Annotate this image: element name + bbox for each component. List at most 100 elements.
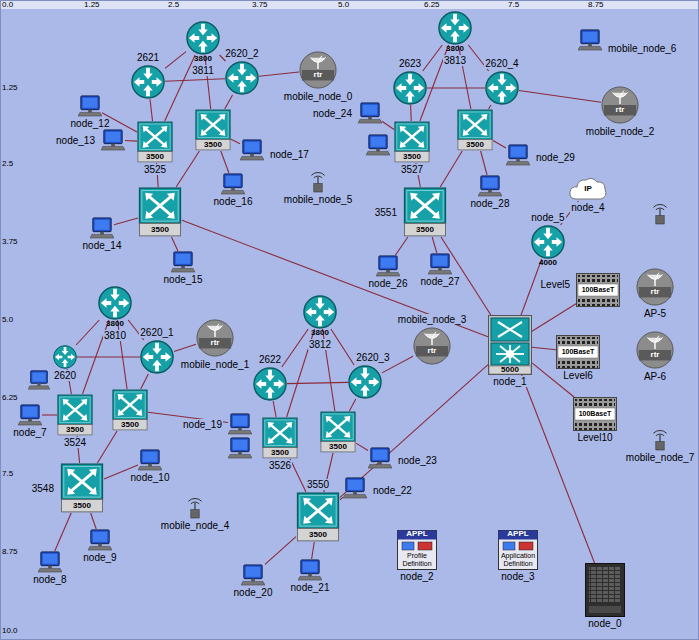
workstation-icon <box>78 95 102 117</box>
switch-node: 3500 <box>457 109 493 151</box>
router-node: 38003813 <box>438 11 472 45</box>
workstation-icon <box>18 404 42 426</box>
device-label: mobile_node_3 <box>397 314 467 325</box>
network-link <box>312 542 315 559</box>
network-link <box>290 459 306 492</box>
workstation-node: node_21 <box>298 559 322 581</box>
device-label: 3812 <box>308 339 332 350</box>
workstation-icon <box>343 477 367 499</box>
device-model: 3500 <box>151 226 169 235</box>
workstation-node: node_27 <box>428 253 452 275</box>
hub-node: Level5100BaseT <box>576 273 620 307</box>
network-link <box>176 151 199 187</box>
device-label: node_21 <box>290 582 331 593</box>
device-label: node_24 <box>312 108 353 119</box>
wireless-icon <box>653 204 666 224</box>
network-link <box>273 401 276 417</box>
router-icon <box>131 65 165 99</box>
network-link <box>287 382 348 383</box>
network-link <box>231 139 240 144</box>
device-label: mobile_node_0 <box>283 91 353 102</box>
device-label: node_23 <box>397 455 438 466</box>
switch-node: 35503500 <box>296 492 340 542</box>
network-link <box>532 347 556 349</box>
workstation-node: node_29 <box>506 144 530 166</box>
workstation-icon <box>240 139 264 161</box>
workstation-icon <box>90 217 114 239</box>
router-icon <box>531 225 565 259</box>
device-label: mobile_node_2 <box>585 126 655 137</box>
workstation-node: mobile_node_6 <box>578 29 602 51</box>
device-label: node_16 <box>213 196 254 207</box>
device-label: 3550 <box>306 479 330 490</box>
device-label: node_1 <box>492 376 527 387</box>
ruler-value: 7.5 <box>508 1 519 9</box>
router-icon <box>438 11 472 45</box>
device-label: node_13 <box>55 135 96 146</box>
network-link <box>410 105 412 121</box>
device-label: 3548 <box>31 483 55 494</box>
router-node: node_54000 <box>531 225 565 259</box>
network-link <box>225 95 233 109</box>
device-label: node_20 <box>233 587 274 598</box>
network-link <box>356 443 368 450</box>
network-link <box>427 87 485 88</box>
device-label: node_12 <box>70 118 111 129</box>
workstation-icon <box>578 29 602 51</box>
device-model: 3500 <box>309 531 327 540</box>
device-model: Profile Definition <box>398 552 436 567</box>
device-model: 100BaseT <box>579 410 612 418</box>
workstation-node: node_20 <box>241 564 265 586</box>
ruler-value: 0.0 <box>2 1 13 9</box>
wireless-node-node: mobile_node_5 <box>308 171 328 193</box>
wireless-router-node: mobile_node_3rtr <box>413 327 451 365</box>
workstation-icon <box>101 129 125 151</box>
wireless-router-node: rtrmobile_node_1 <box>196 319 234 357</box>
device-model: 5000 <box>501 366 519 375</box>
switch-node: 3500 <box>320 411 356 453</box>
workstation-icon <box>478 175 502 197</box>
workstation-icon <box>376 255 400 277</box>
router-icon <box>140 340 174 374</box>
workstation-icon <box>228 438 252 458</box>
ruler-value: 2.5 <box>2 160 13 168</box>
ruler-value: 5.0 <box>338 1 349 9</box>
workstation-icon <box>428 253 452 275</box>
network-link <box>423 45 443 71</box>
router-node: 2620 <box>53 345 77 369</box>
ruler-value: 10.0 <box>2 627 18 635</box>
device-label: node_15 <box>163 274 204 285</box>
device-label: node_5 <box>530 212 565 223</box>
device-label: 3800 <box>311 329 329 338</box>
device-model: rtr <box>314 71 323 80</box>
router-icon <box>485 71 519 105</box>
device-label: AP-5 <box>643 308 667 319</box>
device-label: node_2 <box>399 571 434 582</box>
device-label: 3813 <box>443 55 467 66</box>
workstation-icon <box>241 564 265 586</box>
device-label: Level5 <box>540 279 571 290</box>
network-link <box>114 218 138 225</box>
router-icon <box>253 367 287 401</box>
network-link <box>125 140 137 142</box>
device-label: 2620_3 <box>355 352 390 363</box>
workstation-icon <box>171 251 195 273</box>
router-icon <box>303 295 337 329</box>
ruler-value: 1.25 <box>84 1 100 9</box>
ruler-value: 8.75 <box>588 1 604 9</box>
network-link <box>481 151 487 175</box>
device-model: 3500 <box>66 426 84 435</box>
router-node: 2620_2 <box>225 61 259 95</box>
device-label: 3524 <box>63 437 87 448</box>
device-label: 3811 <box>191 65 215 76</box>
device-model: 100BaseT <box>582 286 615 294</box>
router-icon <box>98 286 132 320</box>
workstation-node: node_10 <box>138 449 162 471</box>
wireless-node-icon <box>308 171 328 193</box>
switch-node: 35003525 <box>137 121 173 163</box>
switch-node: 35003524 <box>57 394 93 436</box>
workstation-icon <box>228 413 252 435</box>
ruler-value: 6.25 <box>424 1 440 9</box>
device-model: rtr <box>428 347 437 356</box>
network-link <box>77 356 140 357</box>
